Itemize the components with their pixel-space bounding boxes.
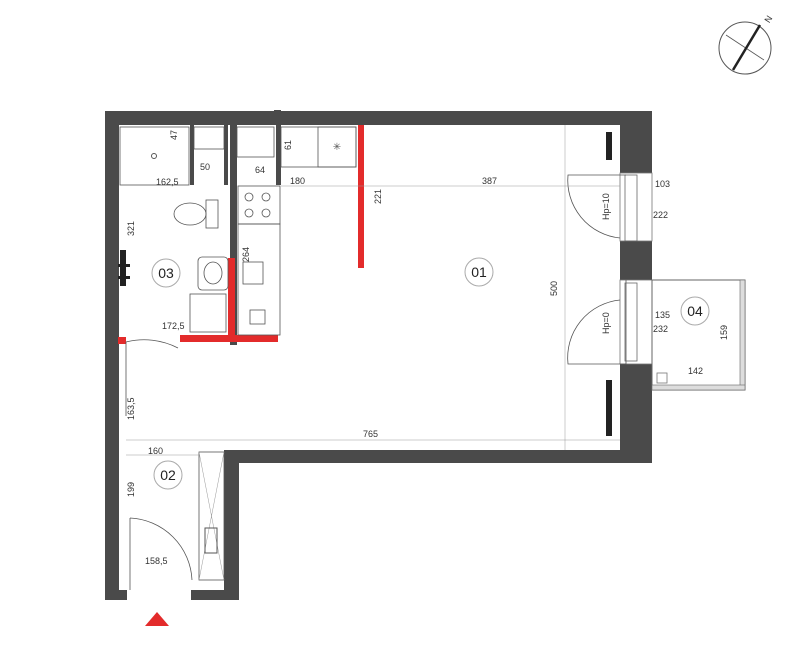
dim-kitchen-run: 180 — [290, 176, 305, 186]
dim-room01-width-top: 387 — [482, 176, 497, 186]
dim-window2-height: 232 — [653, 324, 668, 334]
dim-balcony-width: 142 — [688, 366, 703, 376]
washing-machine — [189, 293, 227, 333]
new-partitions — [118, 125, 364, 344]
dim-bath-height: 321 — [126, 221, 136, 236]
dim-room01-height: 500 — [549, 281, 559, 296]
sill-height-lower: Hp=0 — [601, 312, 611, 334]
cooktop — [237, 185, 281, 225]
dim-room01-width-bottom: 765 — [363, 429, 378, 439]
north-label: N — [762, 14, 774, 25]
dim-window1-width: 103 — [655, 179, 670, 189]
dim-niche-width: 50 — [200, 162, 210, 172]
room-label-01: 01 — [464, 257, 494, 287]
doors — [125, 174, 638, 590]
sill-height-upper: Hp=10 — [601, 193, 611, 220]
exterior-walls — [105, 110, 652, 600]
dim-bath-width: 172,5 — [162, 321, 185, 331]
dim-hall-lower: 199 — [126, 482, 136, 497]
dim-window2-width: 135 — [655, 310, 670, 320]
svg-text:✳: ✳ — [333, 142, 341, 153]
room-label-03: 03 — [151, 258, 181, 288]
dim-balcony-depth: 159 — [719, 325, 729, 340]
shower — [119, 126, 190, 186]
svg-text:03: 03 — [158, 265, 174, 281]
toilet — [173, 199, 219, 229]
dim-entry-width: 158,5 — [145, 556, 168, 566]
room-label-02: 02 — [153, 460, 183, 490]
entrance-marker — [145, 612, 169, 626]
radiators — [118, 132, 612, 436]
dim-hall-upper: 163,5 — [126, 397, 136, 420]
svg-text:04: 04 — [687, 303, 703, 319]
dim-shower-width: 162,5 — [156, 177, 179, 187]
kitchen-counter: ✳ — [237, 126, 357, 336]
svg-text:01: 01 — [471, 264, 487, 280]
svg-text:02: 02 — [160, 467, 176, 483]
dim-partition-len: 221 — [373, 189, 383, 204]
dimension-lines — [126, 125, 620, 456]
dim-hall-width: 160 — [148, 446, 163, 456]
balcony — [651, 279, 746, 391]
dim-kitchen-len: 264 — [241, 247, 251, 262]
small-cabinets — [193, 126, 275, 158]
dim-kitchen-depth: 64 — [255, 165, 265, 175]
dim-window1-height: 222 — [653, 210, 668, 220]
dim-shower-depth: 47 — [169, 130, 179, 140]
wardrobe — [198, 451, 225, 581]
room-label-04: 04 — [680, 296, 710, 326]
washbasin — [197, 256, 229, 291]
dim-kitchen-top: 61 — [283, 140, 293, 150]
compass: N — [718, 14, 774, 75]
